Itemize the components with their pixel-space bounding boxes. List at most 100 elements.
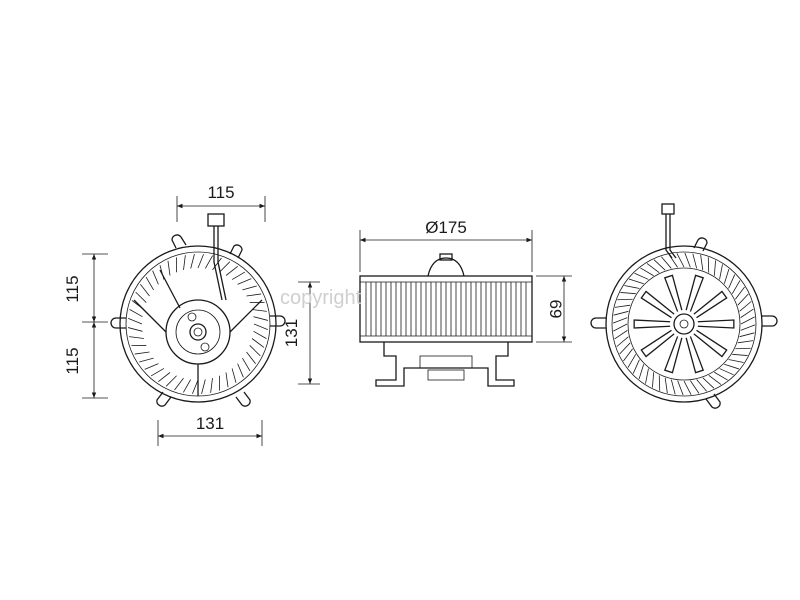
- back-spoke: [697, 319, 735, 329]
- back-fin: [624, 285, 640, 289]
- back-fin: [714, 371, 728, 381]
- back-fin: [737, 293, 749, 306]
- front-fin: [183, 255, 186, 270]
- side-view-blower: [359, 253, 533, 387]
- back-fin: [638, 364, 645, 380]
- front-fin: [252, 309, 267, 312]
- front-view-blower: [110, 213, 286, 407]
- back-view-blower: [590, 203, 778, 409]
- dim-side-diameter: Ø175: [359, 218, 533, 272]
- front-fin: [128, 318, 143, 325]
- back-fin: [683, 380, 692, 395]
- dim-front-bottom: 131: [157, 414, 263, 446]
- front-fin: [197, 254, 204, 269]
- back-fin: [613, 310, 629, 316]
- front-fin: [237, 278, 252, 285]
- front-fin: [152, 270, 159, 285]
- front-fin: [140, 284, 150, 297]
- back-spoke: [663, 274, 683, 312]
- dim-front-left: 115 115: [63, 253, 108, 399]
- dim-width-top-label: 115: [207, 183, 234, 202]
- front-fin: [253, 330, 267, 340]
- back-fin: [739, 332, 755, 338]
- front-fin: [225, 372, 229, 388]
- front-fin: [251, 338, 265, 348]
- back-fin: [740, 324, 756, 331]
- back-spoke: [640, 290, 675, 319]
- back-spoke: [685, 336, 705, 374]
- back-fin: [619, 342, 631, 355]
- back-fin: [620, 292, 636, 295]
- back-fin: [719, 264, 723, 280]
- dim-height-side-label: 131: [282, 319, 301, 347]
- back-fin: [731, 280, 741, 294]
- front-fin: [127, 327, 143, 332]
- front-fin: [201, 379, 206, 395]
- back-fin: [702, 377, 715, 389]
- front-fin: [242, 285, 257, 291]
- back-spoke: [693, 290, 728, 319]
- back-fin: [628, 278, 644, 285]
- back-fin: [652, 372, 655, 388]
- front-fin: [242, 357, 251, 372]
- front-fin: [190, 253, 195, 269]
- front-fin: [204, 255, 214, 269]
- back-fin: [684, 252, 691, 268]
- front-fin: [174, 377, 184, 391]
- back-fin: [740, 316, 755, 325]
- front-fin: [237, 363, 244, 378]
- back-spoke: [633, 319, 671, 329]
- back-fin: [614, 304, 631, 308]
- back-fin: [653, 259, 666, 271]
- back-spoke: [640, 329, 675, 358]
- back-fin: [690, 380, 700, 394]
- back-fin: [713, 260, 716, 276]
- back-fin: [676, 253, 685, 268]
- back-spoke: [693, 329, 728, 358]
- front-fin: [246, 293, 262, 297]
- watermark-text: copyright: [280, 287, 362, 309]
- back-fin: [614, 330, 628, 340]
- front-fin: [158, 372, 171, 382]
- back-spoke: [663, 336, 683, 374]
- back-fin: [632, 359, 640, 374]
- front-fin: [249, 345, 261, 357]
- back-fin: [645, 368, 649, 384]
- front-fin: [192, 379, 199, 394]
- back-fin: [640, 267, 654, 277]
- front-fin: [231, 271, 246, 280]
- front-fin: [165, 375, 177, 387]
- back-fin: [634, 272, 649, 280]
- dim-width-bottom-label: 131: [196, 414, 224, 433]
- back-fin: [613, 323, 628, 332]
- back-fin: [724, 363, 740, 370]
- back-fin: [739, 301, 752, 312]
- front-fin: [134, 351, 150, 355]
- back-fin: [740, 308, 754, 318]
- back-fin: [735, 286, 745, 300]
- front-fin: [129, 336, 144, 339]
- dim-height-upper-label: 115: [63, 275, 82, 302]
- back-fin: [646, 263, 660, 273]
- front-fin: [231, 368, 237, 383]
- front-fin: [253, 316, 269, 321]
- back-fin: [728, 359, 744, 363]
- front-fin: [167, 260, 171, 276]
- back-fin: [732, 353, 748, 356]
- back-fin: [677, 380, 684, 396]
- front-fin: [150, 368, 165, 377]
- back-fin: [661, 256, 672, 269]
- back-fin: [700, 254, 704, 271]
- front-fin: [253, 323, 268, 330]
- front-fin: [212, 257, 222, 271]
- front-fin: [225, 266, 238, 276]
- back-fin: [616, 336, 629, 347]
- dim-front-right: 131: [282, 281, 320, 385]
- back-fin: [728, 274, 736, 289]
- back-fin: [664, 377, 668, 394]
- back-spoke: [685, 274, 705, 312]
- dim-height-label: 69: [546, 300, 565, 319]
- back-fin: [696, 379, 707, 392]
- front-fin: [182, 379, 192, 393]
